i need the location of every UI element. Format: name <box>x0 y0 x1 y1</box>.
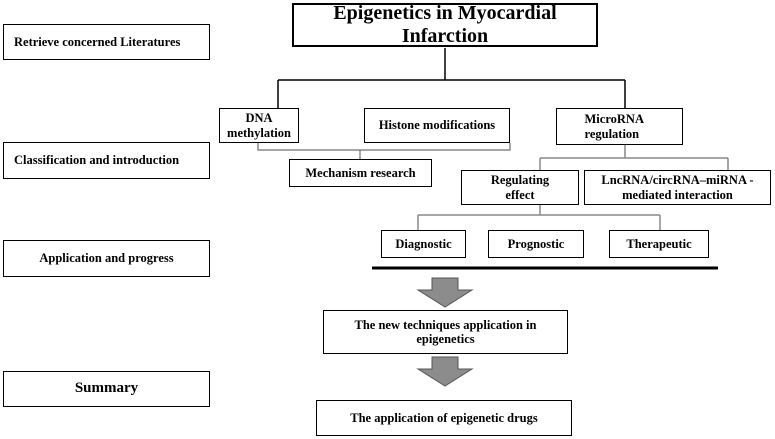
stage-retrieve-label: Retrieve concerned Literatures <box>14 34 181 49</box>
node-lncrna-interaction: LncRNA/circRNA–miRNA - mediated interact… <box>584 170 771 205</box>
node-dna-methylation-label: DNA methylation <box>227 111 291 140</box>
stage-application-progress: Application and progress <box>3 240 210 277</box>
stage-retrieve-literatures: Retrieve concerned Literatures <box>3 24 210 60</box>
stage-summary-label: Summary <box>74 380 139 397</box>
stage-summary: Summary <box>3 371 210 407</box>
node-lncrna-interaction-label: LncRNA/circRNA–miRNA - mediated interact… <box>601 173 754 202</box>
stage-classification: Classification and introduction <box>3 142 210 179</box>
down-arrow-icon <box>416 356 474 387</box>
node-therapeutic-label: Therapeutic <box>626 236 692 251</box>
node-dna-methylation: DNA methylation <box>219 108 299 143</box>
stage-classification-label: Classification and introduction <box>14 153 180 168</box>
node-new-techniques-label: The new techniques application in epigen… <box>354 317 537 346</box>
node-mechanism-research-label: Mechanism research <box>305 165 416 180</box>
node-diagnostic-label: Diagnostic <box>395 236 452 251</box>
node-epigenetic-drugs-label: The application of epigenetic drugs <box>350 410 538 425</box>
node-prognostic-label: Prognostic <box>507 236 565 251</box>
node-epigenetic-drugs: The application of epigenetic drugs <box>316 400 572 436</box>
node-mechanism-research: Mechanism research <box>289 159 432 187</box>
stage-application-label: Application and progress <box>39 251 174 266</box>
diagram-title: Epigenetics in Myocardial Infarction <box>292 2 598 47</box>
down-arrow-icon <box>416 277 474 308</box>
diagram-title-text: Epigenetics in Myocardial Infarction <box>333 2 557 47</box>
node-therapeutic: Therapeutic <box>609 230 709 258</box>
node-microrna-regulation-label: MicroRNA regulation <box>584 112 644 141</box>
node-new-techniques: The new techniques application in epigen… <box>323 310 568 354</box>
node-microrna-regulation: MicroRNA regulation <box>556 108 683 145</box>
node-histone-modifications-label: Histone modifications <box>378 118 496 133</box>
node-histone-modifications: Histone modifications <box>364 108 510 143</box>
node-regulating-effect-label: Regulating effect <box>490 173 550 202</box>
node-prognostic: Prognostic <box>488 230 584 258</box>
node-regulating-effect: Regulating effect <box>461 170 579 205</box>
node-diagnostic: Diagnostic <box>381 230 466 258</box>
